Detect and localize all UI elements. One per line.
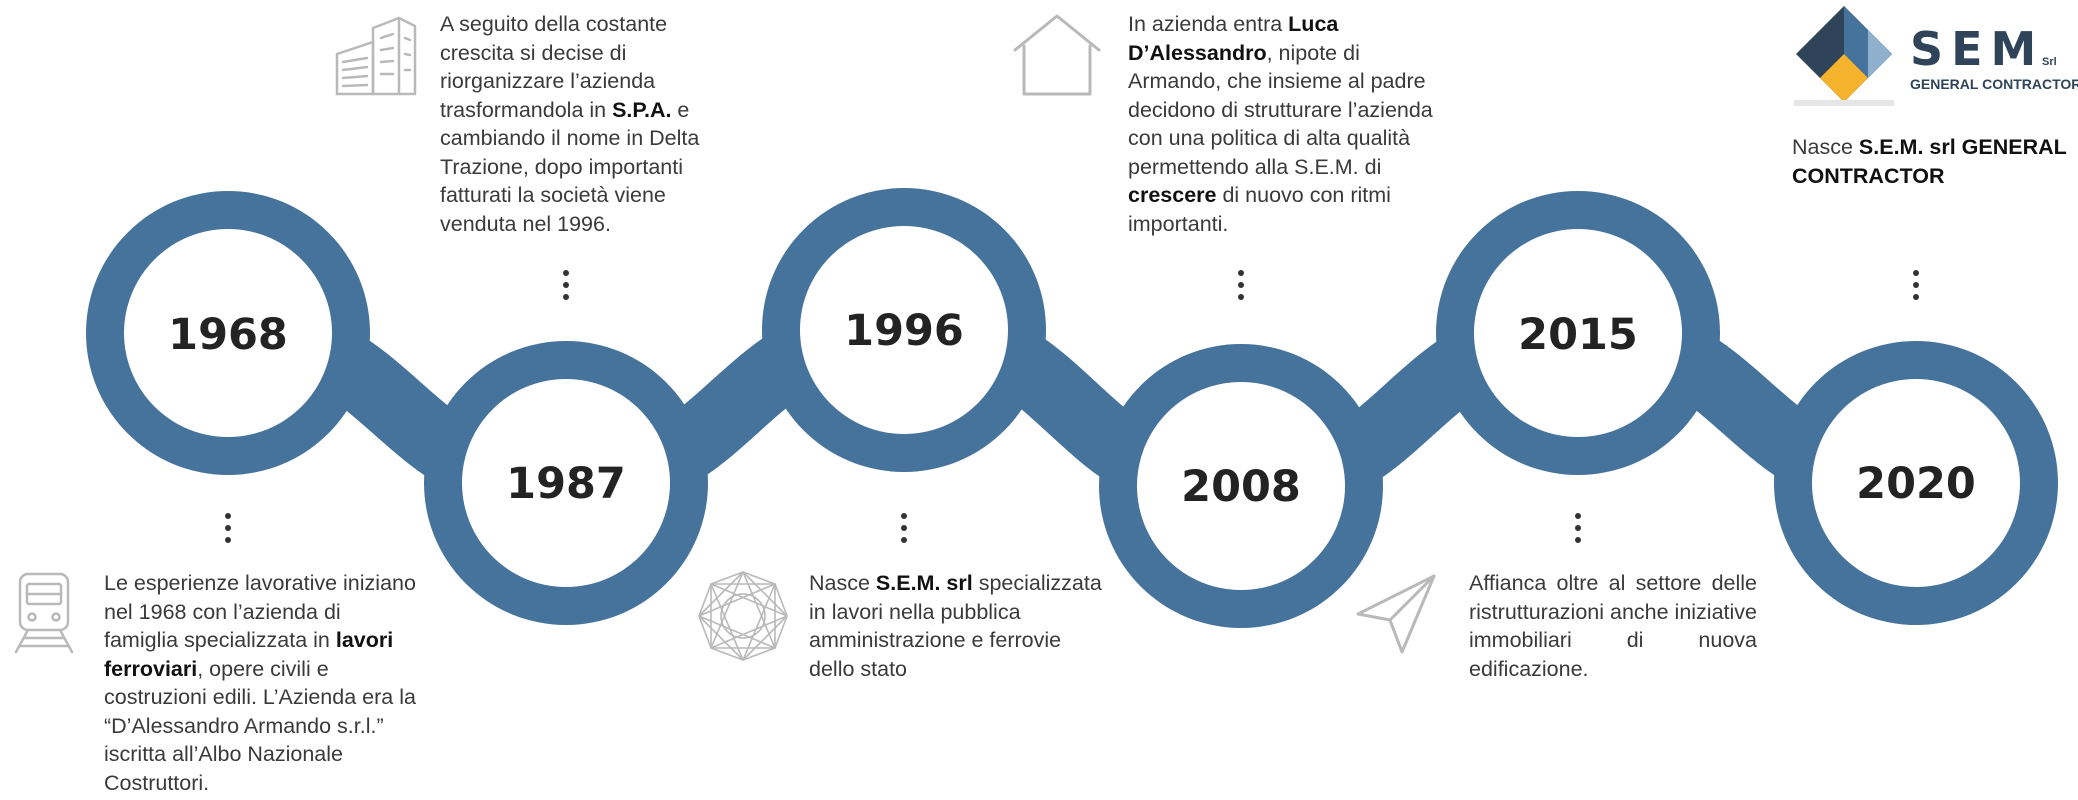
event-text-run: Le esperienze lavorative iniziano nel 19…: [104, 571, 416, 652]
event-text-run: e cambiando il nome in Delta Trazione, d…: [440, 97, 700, 236]
connector-dots-2020: [1913, 270, 1919, 306]
timeline-node-2015: [1474, 229, 1682, 437]
event-text-run: , opere civili e costruzioni edili. L’Az…: [104, 656, 416, 795]
event-text-run: A seguito della costante crescita si dec…: [440, 12, 668, 122]
year-label-2015: 2015: [1518, 310, 1638, 360]
timeline-node-2008: [1137, 382, 1345, 590]
sem-logo-letters: SEM: [1910, 22, 2045, 76]
event-text-highlight: Luca D’Alessandro: [1128, 12, 1339, 65]
event-text-run: Affianca oltre al settore delle ristrutt…: [1469, 571, 1757, 681]
year-label-2020: 2020: [1856, 459, 1976, 509]
year-label-2008: 2008: [1181, 462, 1301, 512]
event-text-run: In azienda entra: [1128, 12, 1289, 36]
sem-logo-mark: [1794, 6, 1894, 106]
year-label-1987: 1987: [506, 459, 626, 509]
sem-logo: SEM Srl GENERAL CONTRACTOR: [1790, 4, 2078, 112]
connector-dots-1996: [901, 513, 907, 549]
connector-dots-2015: [1575, 513, 1581, 549]
year-label-1968: 1968: [168, 310, 288, 360]
event-text-highlight: lavori ferroviari: [104, 628, 394, 681]
timeline-node-1996: [800, 226, 1008, 434]
event-text-highlight: S.P.A.: [612, 97, 672, 122]
sem-logo-tagline: GENERAL CONTRACTOR: [1910, 76, 2078, 92]
event-text-2015: Affianca oltre al settore delle ristrutt…: [1469, 569, 1757, 683]
timeline-node-2020: [1812, 379, 2020, 587]
event-text-run: specializzata in lavori nella pubblica a…: [809, 571, 1102, 681]
event-text-run: Nasce: [1792, 135, 1859, 159]
network-icon: [697, 570, 789, 662]
event-text-highlight: crescere: [1128, 183, 1217, 207]
event-text-run: , nipote di Armando, che insieme al padr…: [1128, 40, 1433, 179]
event-text-2020: Nasce S.E.M. srl GENERAL CONTRACTOR: [1792, 133, 2078, 190]
event-text-1987: A seguito della costante crescita si dec…: [440, 10, 740, 238]
train-icon: [10, 570, 78, 656]
paper-plane-icon: [1354, 572, 1438, 656]
event-text-run: Nasce: [809, 571, 876, 595]
connector-dots-2008: [1238, 270, 1244, 306]
house-icon: [1012, 12, 1102, 98]
event-text-highlight: S.E.M. srl: [875, 571, 973, 595]
building-icon: [333, 14, 419, 96]
connector-dots-1968: [225, 513, 231, 549]
event-text-highlight: S.E.M. srl GENERAL CONTRACTOR: [1792, 135, 2067, 188]
timeline-node-1987: [462, 379, 670, 587]
event-text-2008: In azienda entra Luca D’Alessandro, nipo…: [1128, 10, 1453, 238]
timeline-node-1968: [124, 229, 332, 437]
event-text-1996: Nasce S.E.M. srl specializzata in lavori…: [809, 569, 1109, 683]
connector-dots-1987: [563, 270, 569, 306]
event-text-1968: Le esperienze lavorative iniziano nel 19…: [104, 569, 420, 797]
event-text-run: di nuovo con ritmi importanti.: [1128, 183, 1391, 236]
year-label-1996: 1996: [844, 306, 964, 356]
sem-logo-srl: Srl: [2042, 56, 2057, 68]
